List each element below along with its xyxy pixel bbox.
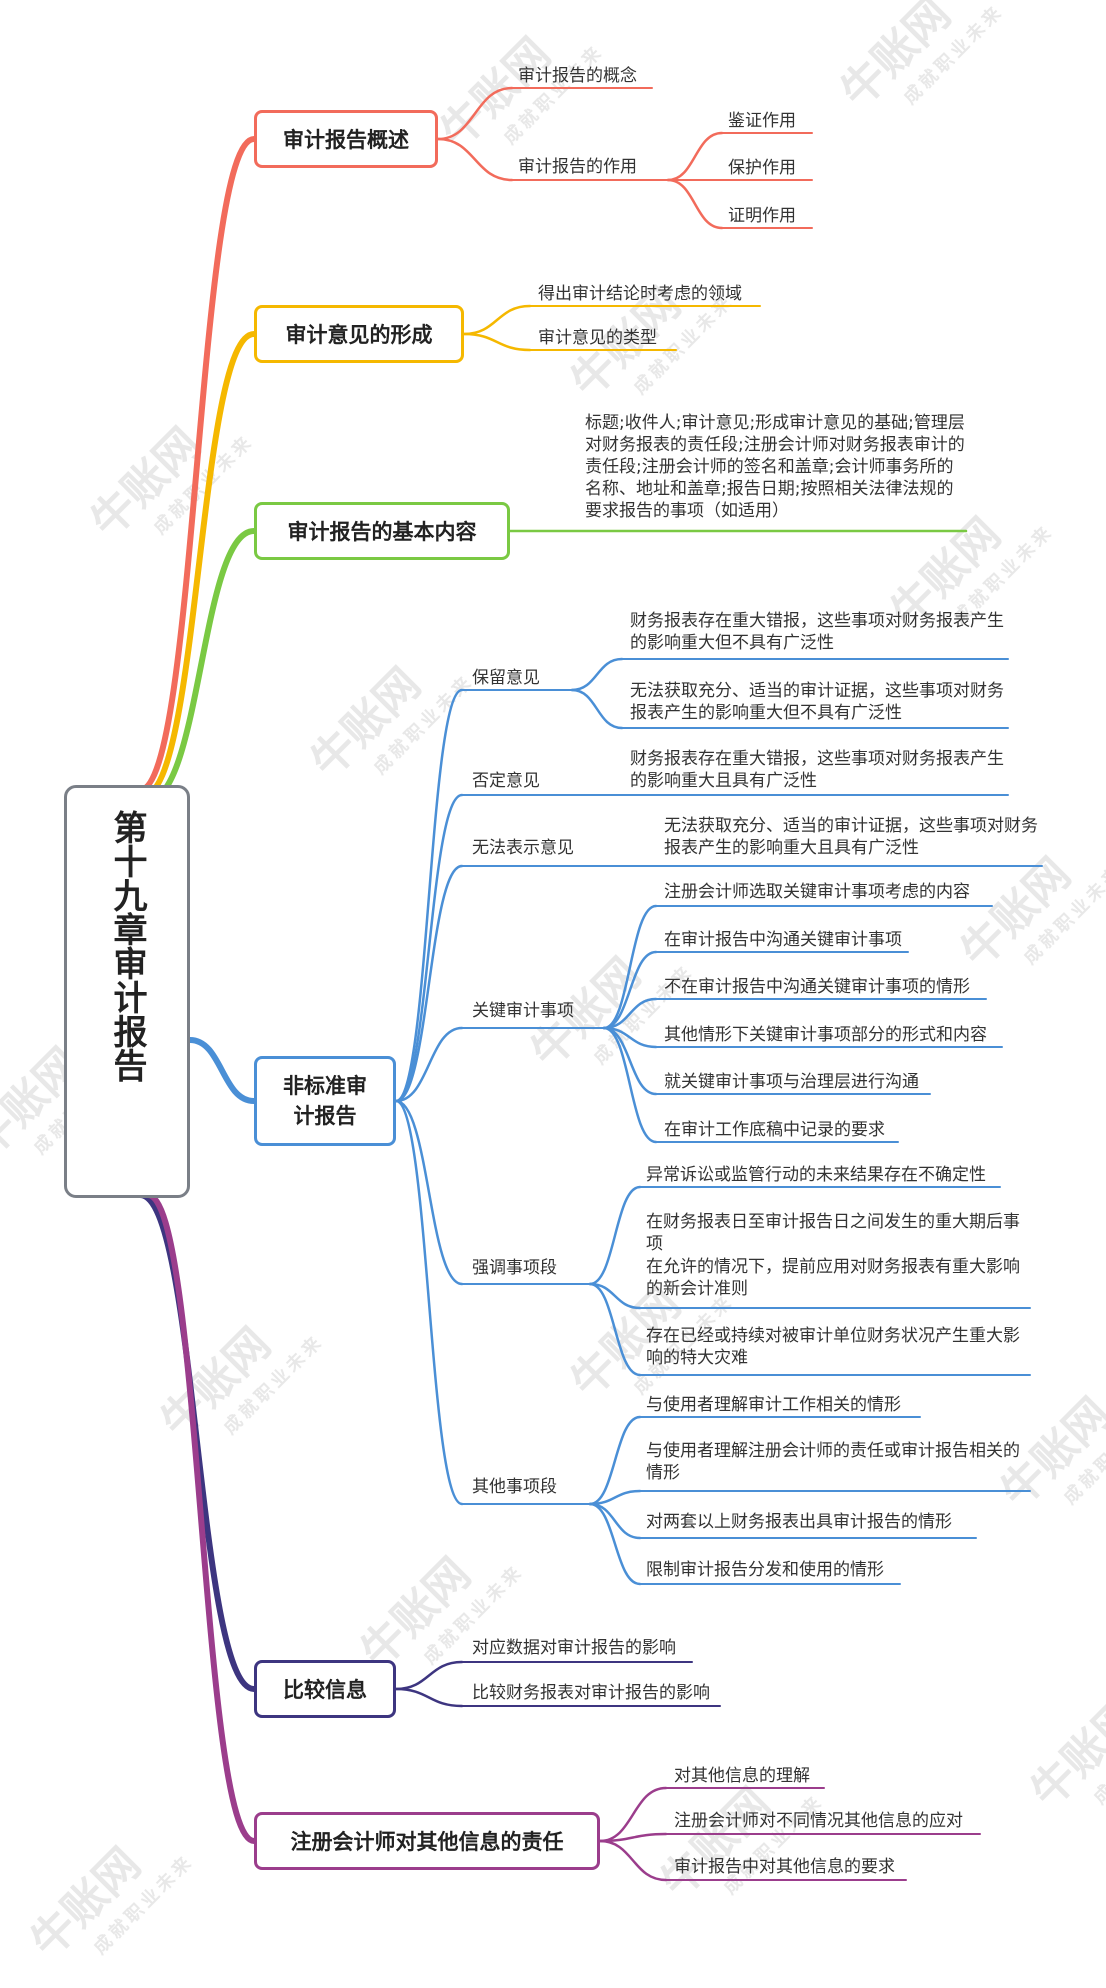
root-connector-formation <box>141 331 257 798</box>
connector-line <box>394 1026 464 1103</box>
content-text[interactable]: 标题;收件人;审计意见;形成审计意见的基础;管理层对财务报表的责任段;注册会计师… <box>585 413 965 521</box>
overview-concept[interactable]: 审计报告的概念 <box>518 66 637 86</box>
qualified-item-1[interactable]: 财务报表存在重大错报，这些事项对财务报表产生的影响重大但不具有广泛性 <box>630 611 1004 653</box>
branch-nonstandard-label: 非标准审计报告 <box>283 1074 367 1128</box>
connector-line <box>588 1185 642 1286</box>
branch-content-label: 审计报告的基本内容 <box>287 520 477 544</box>
branch-nonstandard[interactable]: 非标准审计报告 <box>254 1056 396 1146</box>
connector-line <box>602 1026 658 1144</box>
root-connector-overview <box>137 136 257 793</box>
compare-item-1[interactable]: 对应数据对审计报告的影响 <box>472 1638 676 1658</box>
emphasis-item-1[interactable]: 异常诉讼或监管行动的未来结果存在不确定性 <box>646 1165 986 1185</box>
connector-line <box>394 1660 464 1691</box>
connector-line <box>462 332 532 352</box>
other-matter-item-2[interactable]: 与使用者理解注册会计师的责任或审计报告相关的情形 <box>646 1441 1020 1483</box>
emphasis-item-4[interactable]: 存在已经或持续对被审计单位财务状况产生重大影响的特大灾难 <box>646 1326 1020 1368</box>
connector-line <box>666 178 724 230</box>
connector-line <box>598 1832 668 1843</box>
formation-item-1[interactable]: 得出审计结论时考虑的领域 <box>538 284 742 304</box>
connector-line <box>394 1099 464 1286</box>
overview-role[interactable]: 审计报告的作用 <box>518 157 637 177</box>
kam-item-4[interactable]: 其他情形下关键审计事项部分的形式和内容 <box>664 1025 987 1045</box>
branch-formation[interactable]: 审计意见的形成 <box>254 305 464 363</box>
other-info-item-2[interactable]: 注册会计师对不同情况其他信息的应对 <box>674 1811 963 1831</box>
nonstandard-kam[interactable]: 关键审计事项 <box>472 1001 574 1021</box>
connector-line <box>394 688 464 1103</box>
connector-line <box>602 997 658 1030</box>
root-title: 第十九章审计报告 <box>107 810 147 1082</box>
branch-overview[interactable]: 审计报告概述 <box>254 110 438 168</box>
disclaimer-item-1[interactable]: 无法获取充分、适当的审计证据，这些事项对财务报表产生的影响重大且具有广泛性 <box>664 816 1038 858</box>
other-matter-item-1[interactable]: 与使用者理解审计工作相关的情形 <box>646 1395 901 1415</box>
qualified-item-2[interactable]: 无法获取充分、适当的审计证据，这些事项对财务报表产生的影响重大但不具有广泛性 <box>630 681 1004 723</box>
kam-item-5[interactable]: 就关键审计事项与治理层进行沟通 <box>664 1072 919 1092</box>
compare-item-2[interactable]: 比较财务报表对审计报告的影响 <box>472 1683 710 1703</box>
branch-content[interactable]: 审计报告的基本内容 <box>254 502 510 560</box>
root-node[interactable]: 第十九章审计报告 <box>64 785 190 1198</box>
connector-line <box>394 1687 464 1708</box>
other-info-item-1[interactable]: 对其他信息的理解 <box>674 1766 810 1786</box>
root-connector-other-info <box>145 1192 257 1844</box>
nonstandard-emphasis[interactable]: 强调事项段 <box>472 1258 557 1278</box>
branch-other-info-label: 注册会计师对其他信息的责任 <box>290 1830 564 1854</box>
kam-item-1[interactable]: 注册会计师选取关键审计事项考虑的内容 <box>664 882 970 902</box>
overview-role-1[interactable]: 鉴证作用 <box>728 111 796 131</box>
connector-line <box>570 688 624 730</box>
branch-compare-label: 比较信息 <box>283 1678 367 1702</box>
branch-other-info[interactable]: 注册会计师对其他信息的责任 <box>254 1812 600 1870</box>
emphasis-item-2[interactable]: 在财务报表日至审计报告日之间发生的重大期后事项 <box>646 1212 1020 1254</box>
branch-overview-label: 审计报告概述 <box>283 128 409 152</box>
kam-item-3[interactable]: 不在审计报告中沟通关键审计事项的情形 <box>664 977 970 997</box>
connector-line <box>666 131 724 182</box>
other-matter-item-3[interactable]: 对两套以上财务报表出具审计报告的情形 <box>646 1512 952 1532</box>
connector-line <box>394 793 464 1103</box>
connector-line <box>462 304 532 336</box>
kam-item-2[interactable]: 在审计报告中沟通关键审计事项 <box>664 930 902 950</box>
connector-line <box>598 1839 668 1882</box>
root-connector-nonstandard <box>187 1037 257 1104</box>
branch-compare[interactable]: 比较信息 <box>254 1660 396 1718</box>
connector-line <box>588 1502 642 1586</box>
connector-line <box>588 1502 642 1540</box>
emphasis-item-3[interactable]: 在允许的情况下，提前应用对财务报表有重大影响的新会计准则 <box>646 1257 1020 1299</box>
connector-line <box>394 1099 464 1506</box>
formation-item-2[interactable]: 审计意见的类型 <box>538 328 657 348</box>
connector-line <box>602 950 658 1030</box>
connector-line <box>602 904 658 1030</box>
kam-item-6[interactable]: 在审计工作底稿中记录的要求 <box>664 1120 885 1140</box>
connector-line <box>588 1415 642 1506</box>
adverse-item-1[interactable]: 财务报表存在重大错报，这些事项对财务报表产生的影响重大且具有广泛性 <box>630 749 1004 791</box>
nonstandard-adverse[interactable]: 否定意见 <box>472 771 540 791</box>
connector-line <box>436 86 514 141</box>
connector-line <box>598 1786 668 1843</box>
connector-line <box>588 1282 642 1377</box>
nonstandard-qualified[interactable]: 保留意见 <box>472 668 540 688</box>
connector-line <box>570 657 624 692</box>
connector-line <box>436 137 514 182</box>
overview-role-2[interactable]: 保护作用 <box>728 158 796 178</box>
connector-line <box>394 864 464 1103</box>
overview-role-3[interactable]: 证明作用 <box>728 206 796 226</box>
nonstandard-disclaimer[interactable]: 无法表示意见 <box>472 838 574 858</box>
branch-formation-label: 审计意见的形成 <box>285 323 433 347</box>
other-matter-item-4[interactable]: 限制审计报告分发和使用的情形 <box>646 1560 884 1580</box>
nonstandard-other-matter[interactable]: 其他事项段 <box>472 1477 557 1497</box>
other-info-item-3[interactable]: 审计报告中对其他信息的要求 <box>674 1857 895 1877</box>
